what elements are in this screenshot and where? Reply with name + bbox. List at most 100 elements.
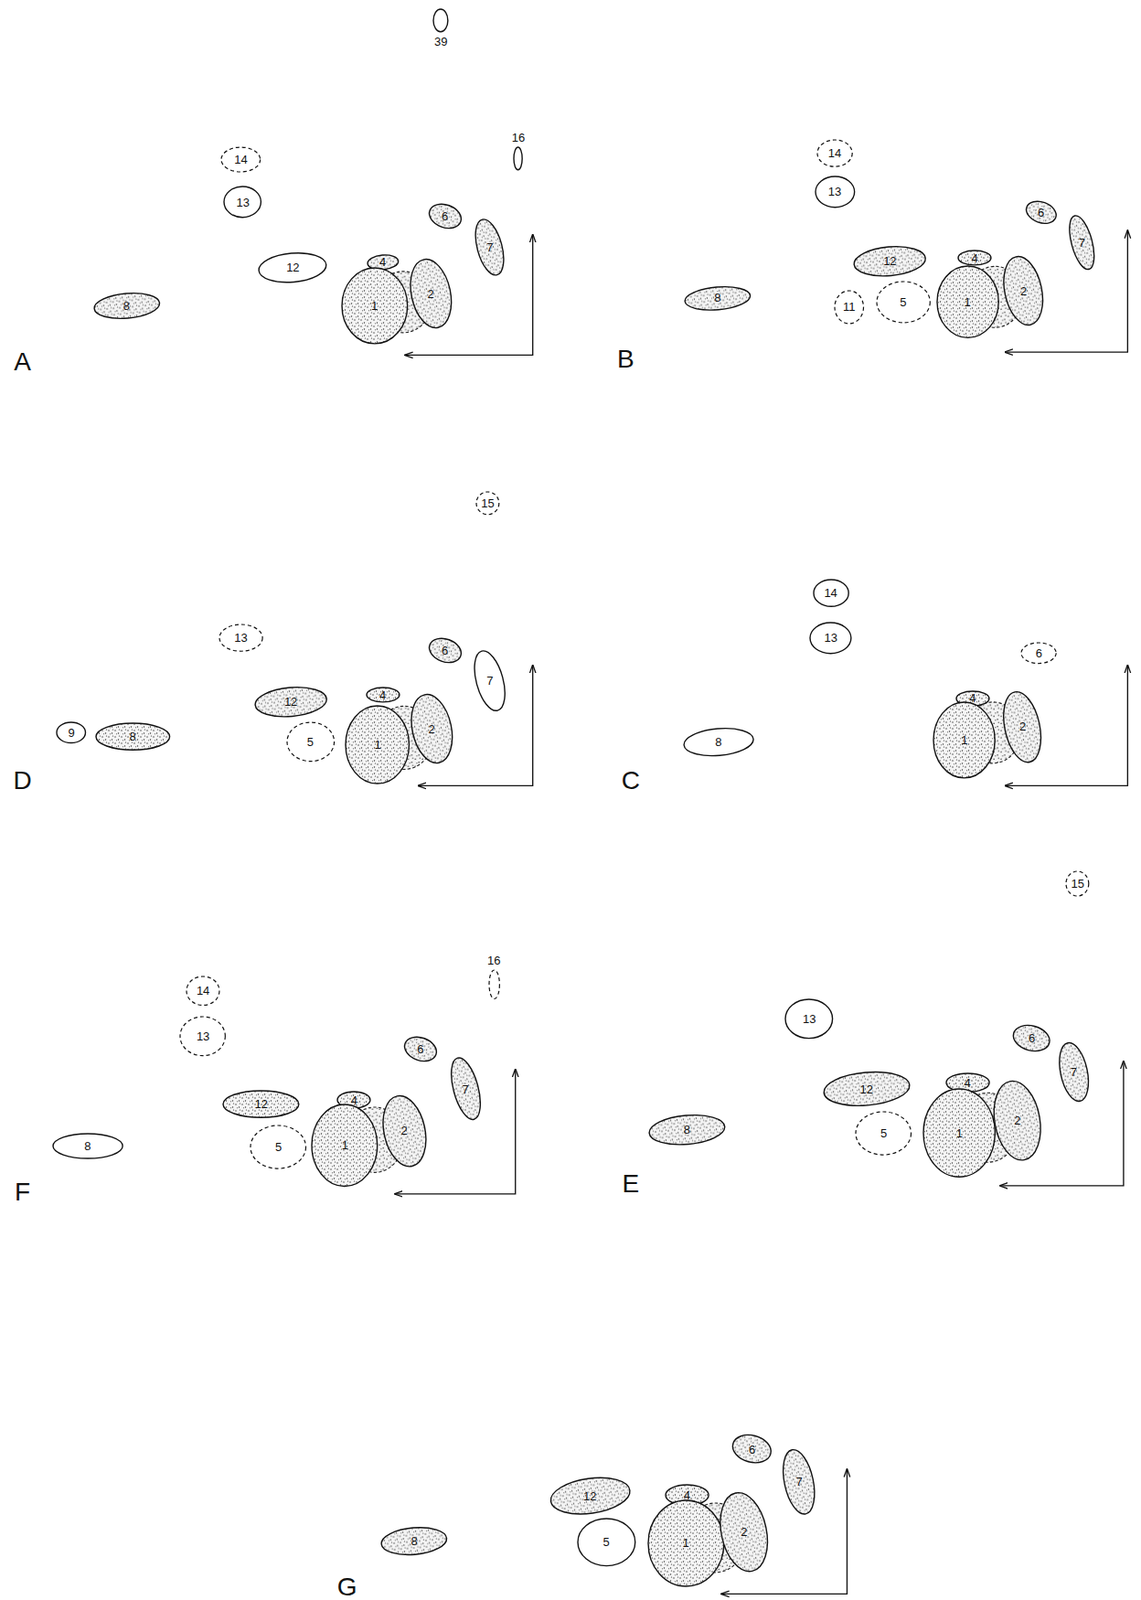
bone-number: 11 — [842, 300, 856, 313]
bone-number: 6 — [1035, 647, 1043, 660]
bone-number: 6 — [748, 1443, 756, 1456]
bone-number: 5 — [899, 296, 907, 309]
bone-number: 14 — [823, 586, 837, 599]
panel-letter: B — [617, 346, 635, 373]
panel-letter: F — [14, 1179, 31, 1205]
bone-outline: 13 — [784, 998, 834, 1040]
bone-number: 14 — [828, 147, 842, 160]
bone-outline: 6 — [1024, 201, 1058, 224]
bone-outline: 5 — [249, 1124, 308, 1170]
bone-number: 7 — [486, 241, 493, 254]
bone-number: 8 — [411, 1535, 418, 1547]
panel-letter: E — [622, 1171, 640, 1197]
bone-number: 8 — [84, 1140, 91, 1152]
bone-number: 2 — [426, 287, 434, 300]
bone-outline: 15 — [1065, 870, 1090, 897]
bone-number: 12 — [286, 261, 299, 274]
bone-number: 1 — [373, 738, 381, 751]
bone-number: 6 — [416, 1043, 424, 1056]
bone-outline: 2 — [993, 1079, 1041, 1162]
bone-number: 7 — [1078, 236, 1086, 249]
bone-outline: 13 — [814, 175, 856, 209]
bone-number: 12 — [284, 695, 298, 708]
bone-number: 1 — [964, 296, 971, 309]
bone-number: 7 — [461, 1083, 469, 1096]
bone-number: 8 — [714, 291, 721, 304]
bone-outline: 8 — [52, 1132, 124, 1160]
bone-number: 4 — [969, 692, 976, 704]
bone-outline: 6 — [427, 638, 463, 663]
bone-outline: 1 — [936, 265, 1000, 339]
bone-number: 5 — [880, 1127, 887, 1140]
bone-outline: 16 — [488, 969, 501, 1000]
bone-number: 2 — [740, 1525, 747, 1538]
bone-outline: 5 — [875, 280, 931, 324]
bone-outline: 39 — [432, 8, 449, 33]
bone-outline: 1 — [922, 1087, 996, 1178]
bone-outline: 14 — [816, 138, 854, 168]
bone-number: 14 — [234, 153, 247, 166]
bone-outline: 12 — [254, 686, 328, 717]
bone-outline: 2 — [1003, 690, 1041, 764]
bone-outline: 11 — [833, 289, 864, 325]
bone-outline: 2 — [1003, 255, 1043, 327]
bone-number: 8 — [128, 730, 136, 743]
bone-outline: 13 — [218, 623, 264, 652]
bone-outline: 6 — [1012, 1024, 1051, 1052]
bone-number: 8 — [714, 735, 722, 748]
bone-outline: 8 — [648, 1114, 726, 1145]
bone-outline: 12 — [222, 1089, 300, 1119]
bone-outline: 8 — [683, 286, 752, 311]
bone-number: 2 — [1019, 720, 1026, 733]
bone-outline: 16 — [512, 146, 523, 171]
bone-outline: 8 — [682, 727, 755, 757]
bone-number: 16 — [487, 954, 501, 967]
bone-number: 4 — [379, 255, 386, 268]
bone-number: 6 — [441, 644, 448, 657]
bone-number: 2 — [400, 1124, 407, 1137]
bone-outline: 1 — [344, 704, 410, 785]
bone-number: 6 — [441, 210, 448, 223]
orientation-axes — [1004, 230, 1128, 352]
bone-number: 7 — [486, 674, 493, 687]
bone-outline: 5 — [854, 1110, 913, 1156]
bone-outline: 6 — [731, 1434, 773, 1463]
bone-outline: 6 — [403, 1036, 438, 1062]
bone-outline: 7 — [475, 649, 504, 713]
bone-number: 13 — [828, 185, 842, 198]
orientation-axes — [1004, 665, 1128, 787]
bone-number: 13 — [235, 196, 249, 209]
bone-number: 13 — [196, 1030, 210, 1043]
bone-outline: 1 — [932, 701, 996, 779]
bone-outline: 1 — [647, 1499, 726, 1588]
bone-outline: 4 — [957, 249, 992, 267]
bone-number: 4 — [964, 1077, 971, 1089]
bone-outline: 8 — [95, 722, 171, 751]
bone-number: 6 — [1028, 1032, 1035, 1045]
bone-outline: 2 — [383, 1094, 427, 1168]
bone-outline: 2 — [410, 257, 452, 330]
bone-number: 1 — [371, 299, 378, 312]
bone-number: 7 — [795, 1475, 802, 1488]
bone-shape — [432, 8, 449, 33]
bone-number: 12 — [583, 1490, 597, 1503]
bone-outline: 5 — [576, 1517, 637, 1568]
bone-number: 4 — [683, 1489, 691, 1502]
bone-number: 13 — [823, 631, 837, 644]
bone-outline: 1 — [341, 266, 409, 345]
bone-number: 8 — [123, 299, 130, 312]
bone-number: 12 — [883, 255, 896, 267]
bone-number: 1 — [682, 1536, 690, 1549]
bone-outline: 4 — [365, 686, 401, 704]
bone-outline: 12 — [549, 1477, 631, 1515]
bone-outline: 6 — [1020, 641, 1057, 665]
bone-outline: 1 — [310, 1103, 379, 1188]
bone-outline: 2 — [411, 693, 453, 765]
bone-number: 2 — [1020, 285, 1027, 298]
bone-outline: 14 — [185, 975, 221, 1006]
bone-outline: 8 — [93, 292, 161, 320]
bone-number: 13 — [802, 1013, 816, 1025]
bone-number: 5 — [275, 1141, 282, 1153]
bone-number: 7 — [1070, 1066, 1078, 1078]
bone-number: 15 — [480, 497, 494, 510]
